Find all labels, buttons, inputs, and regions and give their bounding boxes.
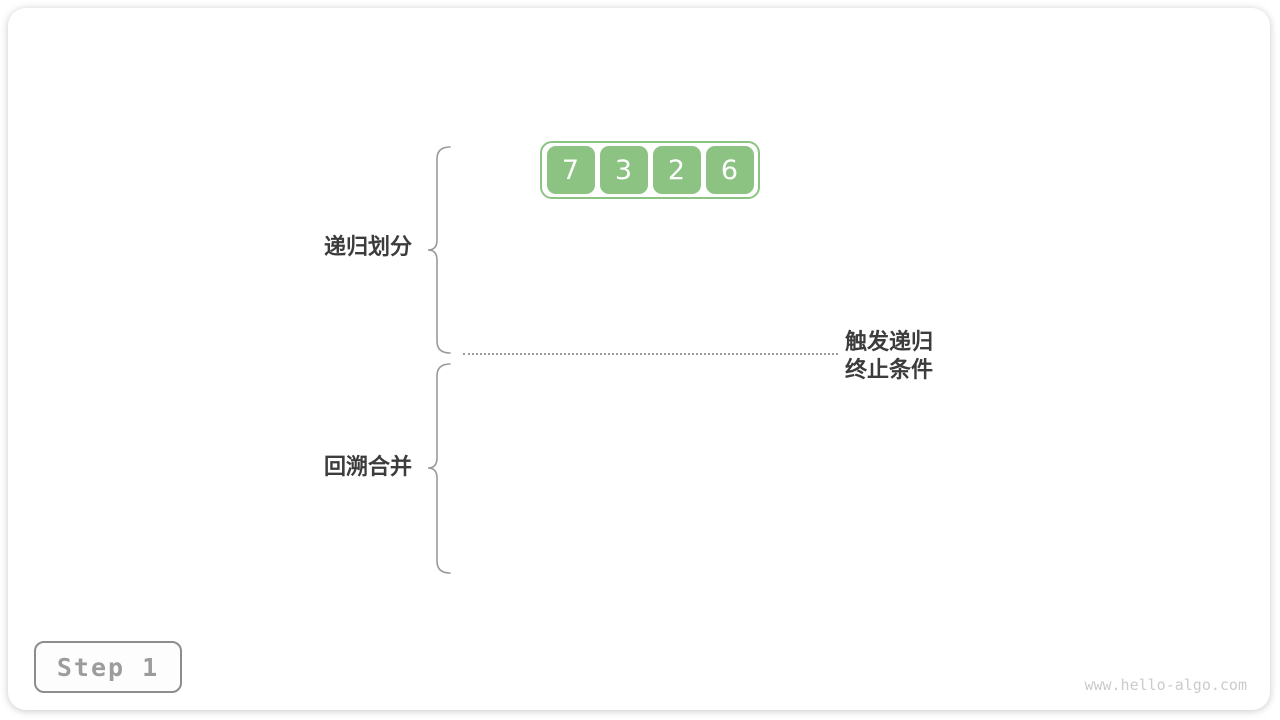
label-termination-condition: 触发递归 终止条件 <box>845 329 933 385</box>
array-cell: 2 <box>652 146 701 194</box>
array-container: 7 3 2 6 <box>540 141 760 199</box>
step-badge: Step 1 <box>34 641 182 693</box>
array-cell: 3 <box>599 146 648 194</box>
termination-divider-line <box>463 353 838 355</box>
termination-line-1: 触发递归 <box>845 330 934 355</box>
label-backtrack-merge: 回溯合并 <box>323 455 412 480</box>
label-recursive-partition: 递归划分 <box>323 235 412 260</box>
array-cell: 6 <box>705 146 754 194</box>
watermark: www.hello-algo.com <box>1084 676 1247 694</box>
brace-recursive-partition <box>427 146 451 354</box>
termination-line-2: 终止条件 <box>845 358 934 383</box>
brace-backtrack-merge <box>427 363 451 574</box>
diagram-card <box>8 8 1270 710</box>
array-cell: 7 <box>546 146 595 194</box>
